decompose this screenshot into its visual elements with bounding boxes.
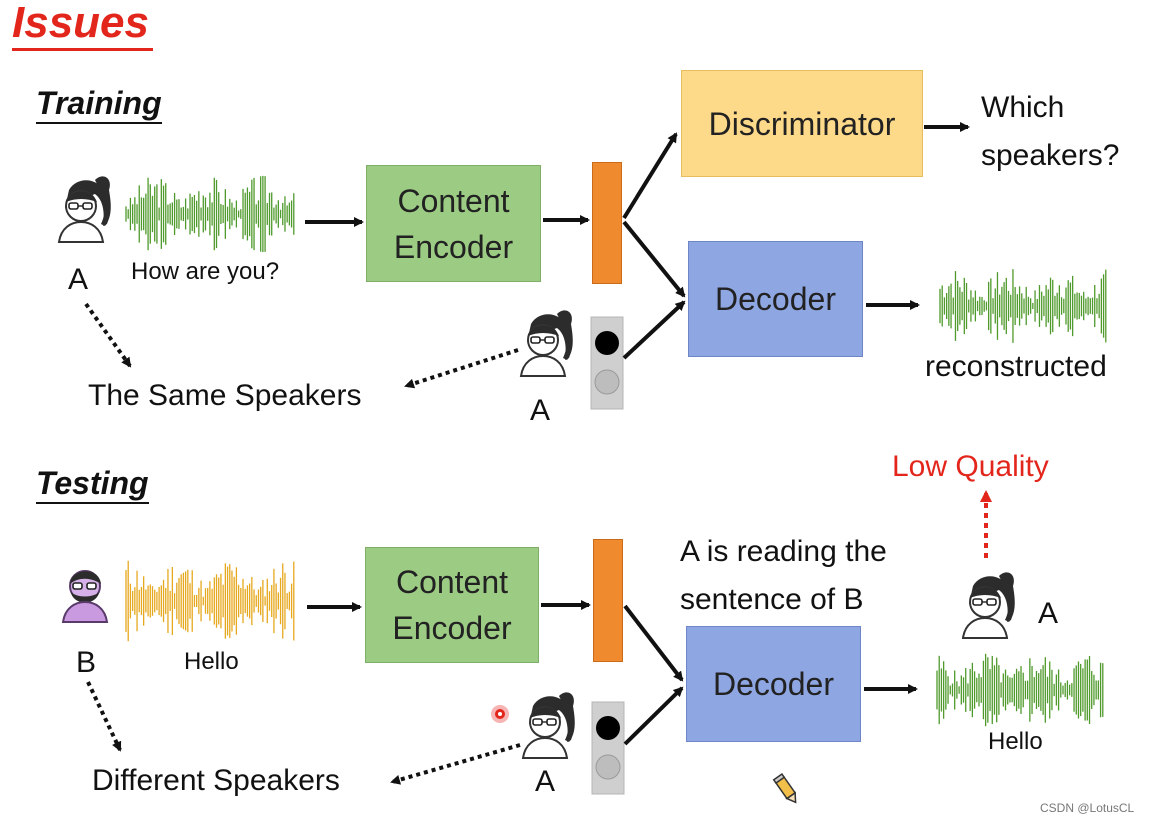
- same-speakers-text: The Same Speakers: [88, 379, 362, 412]
- testing-input-waveform-icon: [125, 560, 295, 642]
- reading-note-line1: A is reading the: [680, 535, 887, 568]
- dotted-arrow-a-to-same-speakers: [84, 302, 132, 368]
- dotted-arrow-id-to-different-speakers: [390, 743, 521, 785]
- arrow-embedding-to-decoder: [622, 220, 686, 298]
- pencil-icon: [772, 772, 797, 804]
- reconstructed-text: reconstructed: [925, 350, 1107, 383]
- testing-content-encoder: Content Encoder: [365, 547, 539, 663]
- training-speaker-id-a-icon: [520, 309, 574, 377]
- discriminator-box: Discriminator: [681, 70, 923, 177]
- which-speakers-line1: Which: [981, 91, 1065, 124]
- arrow-embedding-to-decoder: [623, 604, 684, 682]
- testing-heading: Testing: [36, 464, 149, 504]
- training-speaker-label: A: [68, 263, 89, 296]
- testing-speaker-b-icon: [62, 570, 108, 623]
- training-input-waveform-icon: [125, 175, 295, 253]
- training-content-encoder: Content Encoder: [366, 165, 541, 282]
- low-quality-text: Low Quality: [892, 450, 1049, 483]
- testing-speaker-id-a-icon: [522, 691, 576, 759]
- content-encoder-line2: Encoder: [392, 610, 512, 646]
- training-decoder: Decoder: [688, 241, 863, 357]
- output-speaker-a-icon: [962, 571, 1016, 639]
- reading-note: A is reading the sentence of B: [680, 528, 887, 624]
- which-speakers-text: Which speakers?: [981, 84, 1119, 180]
- testing-content-embedding: [593, 539, 623, 662]
- laser-pointer-icon: [491, 705, 509, 723]
- training-utterance-text: How are you?: [131, 258, 280, 285]
- testing-speaker-id-switch-icon: [591, 701, 625, 795]
- testing-output-waveform-icon: [936, 653, 1104, 727]
- testing-speaker-id-label: A: [535, 765, 556, 798]
- testing-utterance-text: Hello: [184, 648, 239, 675]
- page-title: Issues: [12, 0, 153, 51]
- testing-decoder: Decoder: [686, 626, 861, 742]
- training-reconstructed-waveform-icon: [939, 269, 1107, 343]
- which-speakers-line2: speakers?: [981, 139, 1120, 172]
- arrow-embedding-to-discriminator: [622, 132, 678, 220]
- output-utterance-text: Hello: [988, 728, 1043, 755]
- watermark: CSDN @LotusCL: [1040, 801, 1135, 815]
- content-encoder-line2: Encoder: [393, 228, 514, 265]
- testing-speaker-label: B: [76, 646, 97, 679]
- reading-note-line2: sentence of B: [680, 583, 864, 616]
- training-heading: Training: [36, 84, 162, 124]
- different-speakers-text: Different Speakers: [92, 764, 340, 797]
- dotted-arrow-id-to-same-speakers: [404, 348, 519, 389]
- content-encoder-line1: Content: [395, 564, 509, 600]
- arrow-speaker-id-to-decoder: [623, 686, 684, 746]
- dotted-arrow-b-to-different-speakers: [86, 681, 122, 752]
- arrow-speaker-id-to-decoder: [622, 300, 686, 360]
- training-content-embedding: [592, 162, 622, 284]
- training-speaker-id-label: A: [530, 394, 551, 427]
- content-encoder-line1: Content: [397, 182, 510, 219]
- training-speaker-id-switch-icon: [590, 316, 624, 410]
- training-speaker-a-icon: [58, 175, 112, 243]
- output-speaker-label: A: [1038, 597, 1059, 630]
